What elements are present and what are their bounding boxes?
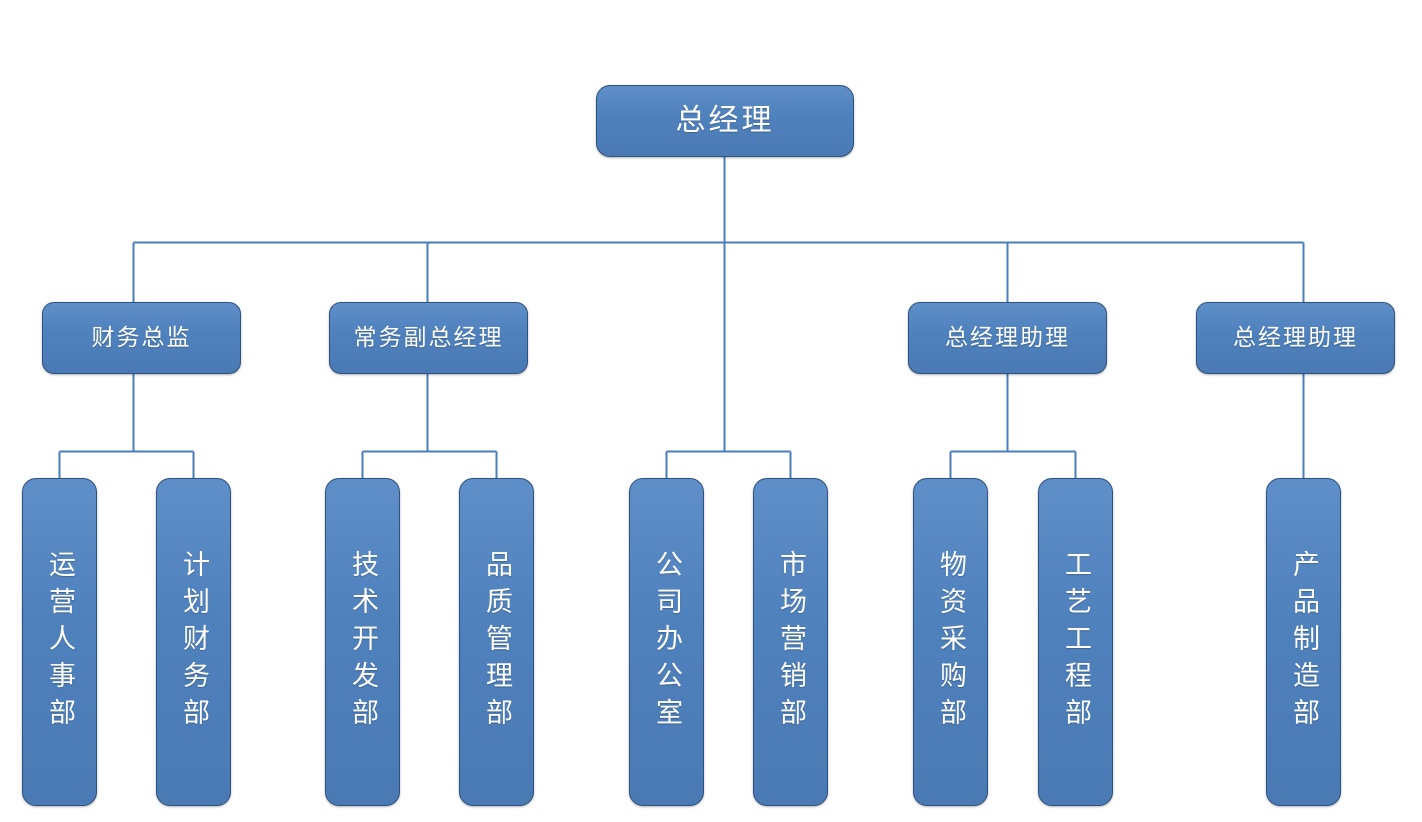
node-label: 总经理助理 bbox=[945, 325, 1070, 351]
node-label: 计划财务部 bbox=[179, 549, 209, 735]
node-executive-deputy-general-manager[interactable]: 常务副总经理 bbox=[329, 302, 528, 374]
node-dept-marketing[interactable]: 市场营销部 bbox=[753, 478, 828, 806]
node-dept-planning-finance[interactable]: 计划财务部 bbox=[156, 478, 231, 806]
node-label: 常务副总经理 bbox=[353, 325, 504, 351]
node-label: 产品制造部 bbox=[1289, 549, 1319, 735]
node-finance-director[interactable]: 财务总监 bbox=[42, 302, 241, 374]
node-label: 总经理助理 bbox=[1233, 325, 1358, 351]
node-label: 市场营销部 bbox=[776, 549, 806, 735]
node-label: 公司办公室 bbox=[652, 549, 682, 735]
node-general-manager-assistant-1[interactable]: 总经理助理 bbox=[908, 302, 1107, 374]
node-label: 物资采购部 bbox=[936, 549, 966, 735]
node-dept-materials-procurement[interactable]: 物资采购部 bbox=[913, 478, 988, 806]
node-label: 运营人事部 bbox=[45, 549, 75, 735]
node-label: 品质管理部 bbox=[482, 549, 512, 735]
node-label: 技术开发部 bbox=[348, 549, 378, 735]
node-dept-company-office[interactable]: 公司办公室 bbox=[629, 478, 704, 806]
node-general-manager-assistant-2[interactable]: 总经理助理 bbox=[1196, 302, 1395, 374]
node-label: 总经理 bbox=[675, 104, 775, 138]
node-general-manager[interactable]: 总经理 bbox=[596, 85, 854, 157]
node-dept-quality-management[interactable]: 品质管理部 bbox=[459, 478, 534, 806]
node-label: 财务总监 bbox=[91, 325, 192, 351]
node-dept-tech-development[interactable]: 技术开发部 bbox=[325, 478, 400, 806]
node-dept-product-manufacturing[interactable]: 产品制造部 bbox=[1266, 478, 1341, 806]
node-label: 工艺工程部 bbox=[1061, 549, 1091, 735]
node-dept-operations-hr[interactable]: 运营人事部 bbox=[22, 478, 97, 806]
node-dept-process-engineering[interactable]: 工艺工程部 bbox=[1038, 478, 1113, 806]
